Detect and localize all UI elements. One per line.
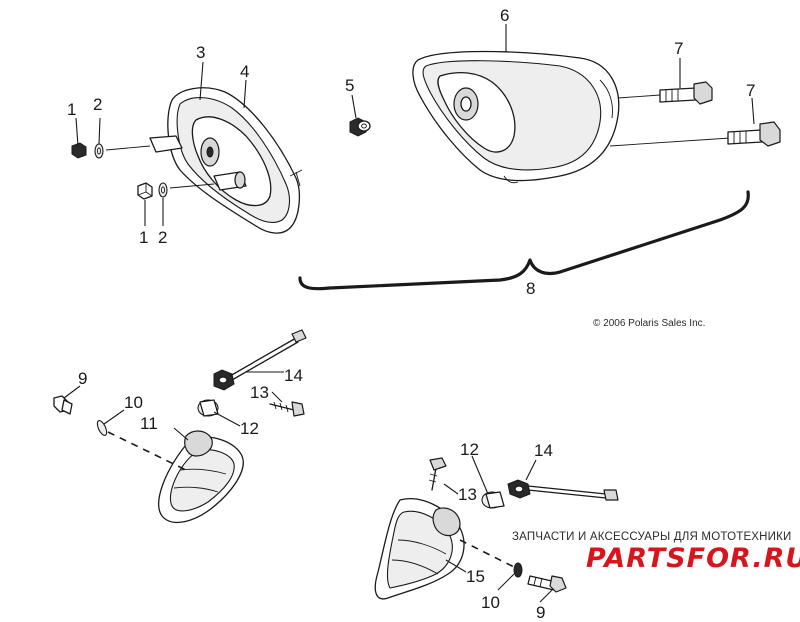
callout-1-upper: 1 [67, 100, 76, 119]
copyright-note: © 2006 Polaris Sales Inc. [593, 318, 705, 329]
bolt-icon [727, 121, 781, 147]
nut-icon [71, 142, 87, 159]
brace-icon [298, 190, 750, 291]
turn-signal-lens-icon [374, 498, 465, 600]
bolt-icon [527, 575, 567, 593]
bolt-icon [53, 395, 73, 415]
clip-nut-icon [349, 117, 371, 137]
screw-icon [428, 457, 447, 491]
bulb-icon [197, 399, 219, 417]
callout-4: 4 [240, 62, 249, 81]
callout-9-right: 9 [536, 603, 545, 622]
leader-lines [63, 24, 755, 603]
callout-14-left: 14 [284, 366, 303, 385]
callout-11: 11 [140, 414, 158, 433]
bulb-icon [481, 491, 505, 509]
callout-3: 3 [196, 43, 205, 62]
washer-icon [158, 182, 168, 198]
callout-12-left: 12 [240, 419, 259, 438]
right-headlight-housing-icon [412, 50, 731, 184]
watermark-logo: PARTSFOR.RU [586, 543, 800, 574]
callout-7-upper: 7 [674, 39, 683, 58]
callout-2-upper: 2 [93, 95, 102, 114]
watermark-tagline: ЗАПЧАСТИ И АКСЕССУАРЫ ДЛЯ МОТОТЕХНИКИ [512, 531, 792, 543]
nut-icon [137, 182, 153, 200]
washer-icon [94, 143, 104, 159]
callout-7-lower: 7 [746, 81, 755, 100]
callout-10-left: 10 [124, 393, 143, 412]
callout-5: 5 [345, 76, 354, 95]
bolt-icon [659, 81, 713, 105]
callout-6: 6 [500, 6, 509, 25]
assembly-axis-line [459, 539, 521, 571]
callout-10-right: 10 [481, 593, 500, 612]
callout-8: 8 [526, 279, 535, 298]
callout-1-lower: 1 [139, 228, 148, 247]
callout-2-lower: 2 [158, 228, 167, 247]
callout-12-right: 12 [460, 440, 479, 459]
turn-signal-lens-icon [158, 430, 244, 524]
callout-9-left: 9 [78, 369, 87, 388]
wire-harness-icon [507, 479, 619, 501]
callout-13-right: 13 [458, 485, 477, 504]
wire-harness-icon [213, 329, 307, 391]
washer-icon [96, 420, 108, 436]
left-headlight-housing-icon [105, 87, 303, 234]
assembly-axis-line [107, 431, 187, 471]
screw-icon [269, 401, 305, 417]
washer-icon [513, 562, 523, 578]
callout-13-left: 13 [250, 383, 269, 402]
callout-14-right: 14 [534, 441, 553, 460]
callout-15: 15 [466, 567, 485, 586]
